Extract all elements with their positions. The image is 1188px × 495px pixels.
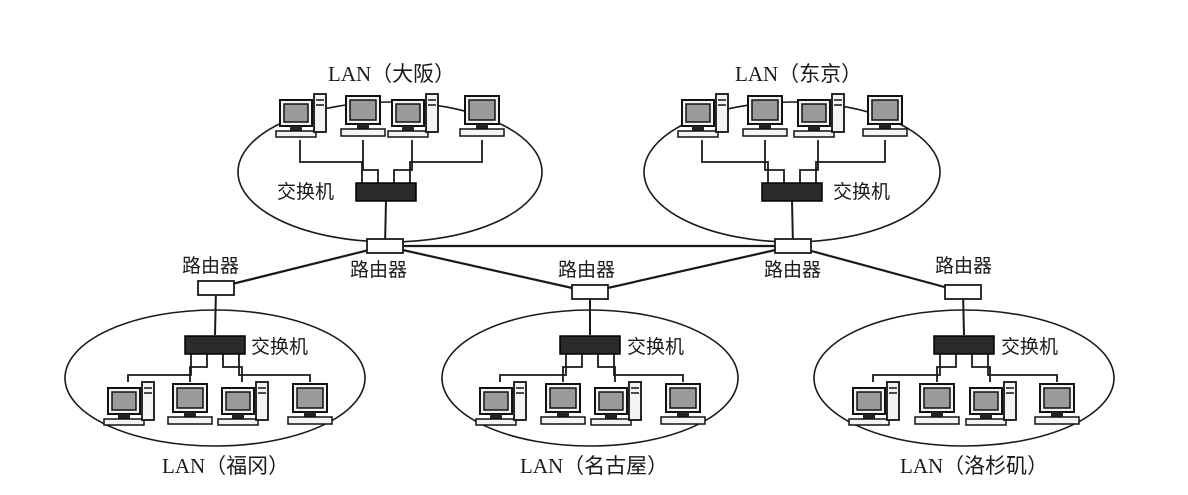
router-label-osaka: 路由器 — [350, 259, 408, 281]
computer-icon — [103, 381, 155, 426]
switch-icon — [355, 182, 417, 202]
lan-label-tokyo: LAN（东京） — [735, 62, 863, 86]
lan-label-losangeles: LAN（洛杉矶） — [900, 454, 1049, 478]
switch-icon — [761, 182, 823, 202]
router-icon — [366, 238, 404, 254]
computer-icon — [590, 381, 642, 426]
cable-losangeles-2 — [936, 353, 957, 382]
router-label-nagoya: 路由器 — [558, 259, 616, 281]
switch-icon — [184, 335, 246, 355]
cable-nagoya-3 — [597, 353, 616, 382]
backbone-link-osaka-nagoya — [384, 244, 591, 294]
switch-label-losangeles: 交换机 — [1001, 336, 1059, 358]
cable-osaka-4 — [409, 140, 483, 184]
cable-losangeles-4 — [987, 353, 1058, 382]
switch-icon — [559, 335, 621, 355]
cable-tokyo-2 — [764, 140, 785, 184]
computer-icon — [660, 383, 706, 425]
computer-icon — [793, 93, 845, 138]
computer-icon — [848, 381, 900, 426]
cable-fukuoka-2 — [189, 353, 208, 382]
computer-icon — [914, 383, 960, 425]
lan-label-osaka: LAN（大阪） — [328, 62, 456, 86]
cable-nagoya-4 — [613, 353, 684, 382]
router-icon — [944, 284, 982, 300]
cable-osaka-2 — [362, 140, 379, 184]
computer-icon — [217, 381, 269, 426]
router-icon — [197, 280, 235, 296]
router-icon — [774, 238, 812, 254]
cable-nagoya-1 — [499, 353, 567, 382]
backbone-link-fukuoka-osaka — [215, 244, 386, 290]
cable-fukuoka-1 — [127, 353, 192, 382]
cable-tokyo-3 — [799, 140, 819, 184]
computer-icon — [862, 95, 908, 137]
computer-icon — [540, 383, 586, 425]
backbone-link-tokyo-losangeles — [792, 244, 964, 294]
cable-fukuoka-4 — [238, 353, 311, 382]
computer-icon — [287, 383, 333, 425]
router-label-fukuoka: 路由器 — [182, 255, 240, 277]
lan-label-nagoya: LAN（名古屋） — [520, 454, 669, 478]
router-label-losangeles: 路由器 — [935, 255, 993, 277]
switch-label-osaka: 交换机 — [277, 181, 335, 203]
cable-osaka-1 — [299, 140, 363, 184]
computer-icon — [167, 383, 213, 425]
computer-icon — [965, 381, 1017, 426]
router-label-tokyo: 路由器 — [764, 259, 822, 281]
switch-label-nagoya: 交换机 — [627, 336, 685, 358]
lan-label-fukuoka: LAN（福冈） — [162, 454, 290, 478]
computer-icon — [1034, 383, 1080, 425]
switch-icon — [933, 335, 995, 355]
backbone-link-nagoya-tokyo — [589, 244, 794, 294]
cable-nagoya-2 — [562, 353, 583, 382]
computer-icon — [742, 95, 788, 137]
computer-icon — [677, 93, 729, 138]
computer-icon — [340, 95, 386, 137]
cable-losangeles-1 — [872, 353, 941, 382]
computer-icon — [459, 95, 505, 137]
switch-label-fukuoka: 交换机 — [251, 336, 309, 358]
cable-tokyo-4 — [815, 140, 886, 184]
router-icon — [571, 284, 609, 300]
cable-osaka-3 — [393, 140, 413, 184]
computer-icon — [475, 381, 527, 426]
computer-icon — [387, 93, 439, 138]
computer-icon — [275, 93, 327, 138]
switch-label-tokyo: 交换机 — [833, 181, 891, 203]
cable-tokyo-1 — [701, 140, 769, 184]
